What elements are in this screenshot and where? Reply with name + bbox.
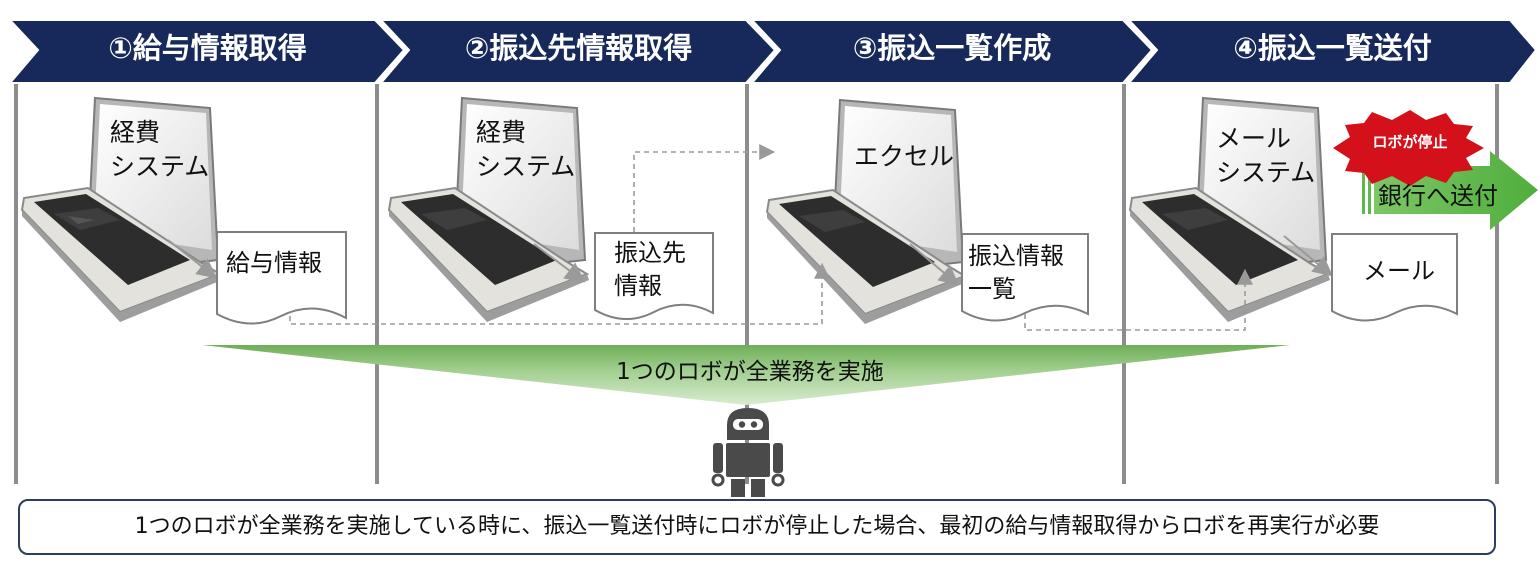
laptop-icon — [20, 96, 223, 322]
step-3-label: ③振込一覧作成 — [852, 31, 1052, 65]
stop-burst-icon — [1333, 110, 1484, 186]
laptop-screen-line1: エクセル — [854, 142, 955, 171]
step-2-label: ②振込先情報取得 — [464, 31, 693, 65]
document-icon — [1331, 233, 1458, 322]
document-line2: 情報 — [614, 272, 662, 300]
laptop-screen-line2: システム — [476, 152, 576, 181]
document-line1: メール — [1363, 257, 1435, 285]
data-flow-arrows — [289, 144, 1253, 331]
document-icon — [594, 232, 714, 321]
laptop-screen-line2: システム — [1216, 158, 1316, 187]
banner-label: 1つのロボが全業務を実施 — [616, 359, 884, 385]
bank-arrow-label: 銀行へ送付 — [1378, 182, 1498, 210]
laptop-icon — [765, 98, 968, 324]
step-4-label: ④振込一覧送付 — [1233, 31, 1432, 65]
document-line1: 給与情報 — [226, 249, 322, 277]
footer-note-box: 1つのロボが全業務を実施している時に、振込一覧送付時にロボが停止した場合、最初の… — [18, 499, 1496, 555]
laptop-screen-line2: システム — [110, 152, 210, 181]
stop-badge-label: ロボが停止 — [1372, 133, 1448, 151]
laptop-icon — [387, 96, 590, 322]
laptop-screen-line1: 経費 — [476, 118, 527, 147]
step-4-chevron — [1126, 19, 1538, 84]
step-3-chevron — [749, 19, 1154, 84]
document-icon — [216, 231, 347, 325]
step-2-chevron — [378, 19, 777, 84]
footer-note-text: 1つのロボが全業務を実施している時に、振込一覧送付時にロボが停止した場合、最初の… — [134, 514, 1380, 539]
document-icon — [961, 233, 1089, 322]
process-header — [7, 19, 1538, 84]
document-line2: 一覧 — [968, 275, 1016, 303]
document-line1: 振込先 — [614, 239, 686, 267]
step-1-label: ①給与情報取得 — [108, 31, 307, 65]
robot-icon — [711, 408, 785, 497]
laptop-screen-line1: メール — [1216, 124, 1292, 153]
banner-triangle — [202, 345, 1290, 405]
document-line1: 振込情報 — [968, 242, 1064, 270]
laptop-screen-line1: 経費 — [110, 118, 161, 147]
laptop-icon — [1128, 96, 1331, 322]
step-1-chevron — [7, 19, 406, 84]
output-arrows — [167, 235, 1334, 286]
